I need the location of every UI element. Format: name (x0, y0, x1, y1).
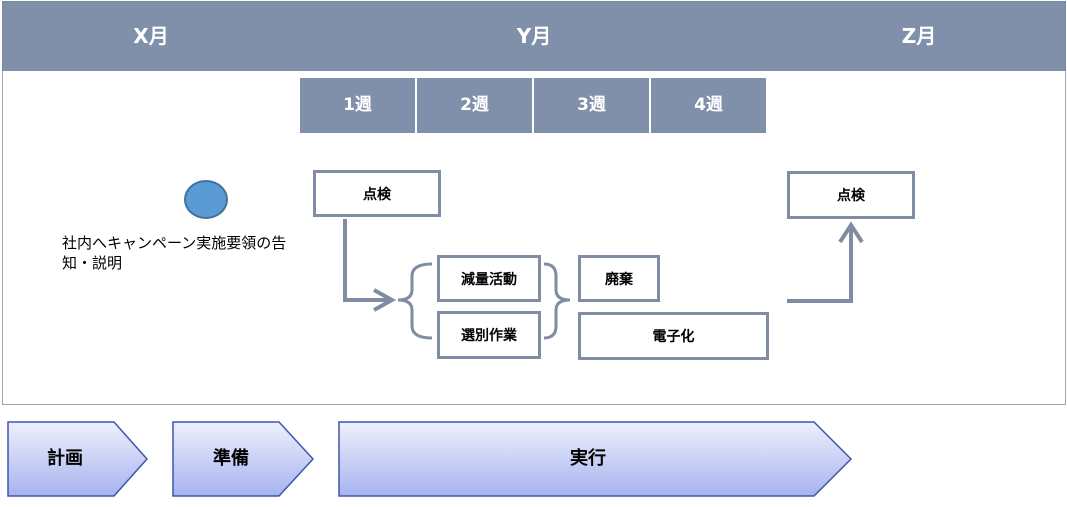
arrowhead-up-icon (838, 221, 864, 244)
flow-arrow-to-final-inspection (787, 229, 853, 303)
inspection-end-box: 点検 (787, 171, 915, 219)
month-y-label: Y月 (516, 24, 552, 48)
arrowhead-right-icon (373, 288, 397, 312)
phase-prepare-label: 準備 (213, 448, 249, 469)
reduction-activity-box: 減量活動 (437, 255, 541, 302)
month-header: X月 Y月 Z月 (2, 1, 1066, 73)
phase-prepare-chevron: 準備 (172, 421, 315, 497)
month-x-label: X月 (133, 24, 169, 48)
week-1: 1週 (300, 78, 415, 133)
announcement-text: 社内へキャンペーン実施要領の告知・説明 (62, 234, 287, 272)
phase-execute-chevron: 実行 (338, 421, 853, 497)
digitization-box: 電子化 (578, 312, 769, 360)
right-bracket (543, 262, 571, 340)
inspection-start-box: 点検 (313, 170, 441, 217)
week-2: 2週 (417, 78, 532, 133)
phase-execute-label: 実行 (570, 448, 606, 469)
phase-plan-chevron: 計画 (7, 421, 149, 497)
week-4: 4週 (651, 78, 766, 133)
left-bracket (397, 262, 433, 340)
week-3: 3週 (534, 78, 649, 133)
month-z-label: Z月 (901, 24, 937, 48)
announcement-milestone-circle (184, 180, 228, 219)
flow-arrow-to-activities (343, 219, 388, 302)
disposal-box: 廃棄 (578, 255, 660, 302)
phase-plan-label: 計画 (47, 448, 83, 469)
sorting-work-box: 選別作業 (437, 311, 541, 359)
